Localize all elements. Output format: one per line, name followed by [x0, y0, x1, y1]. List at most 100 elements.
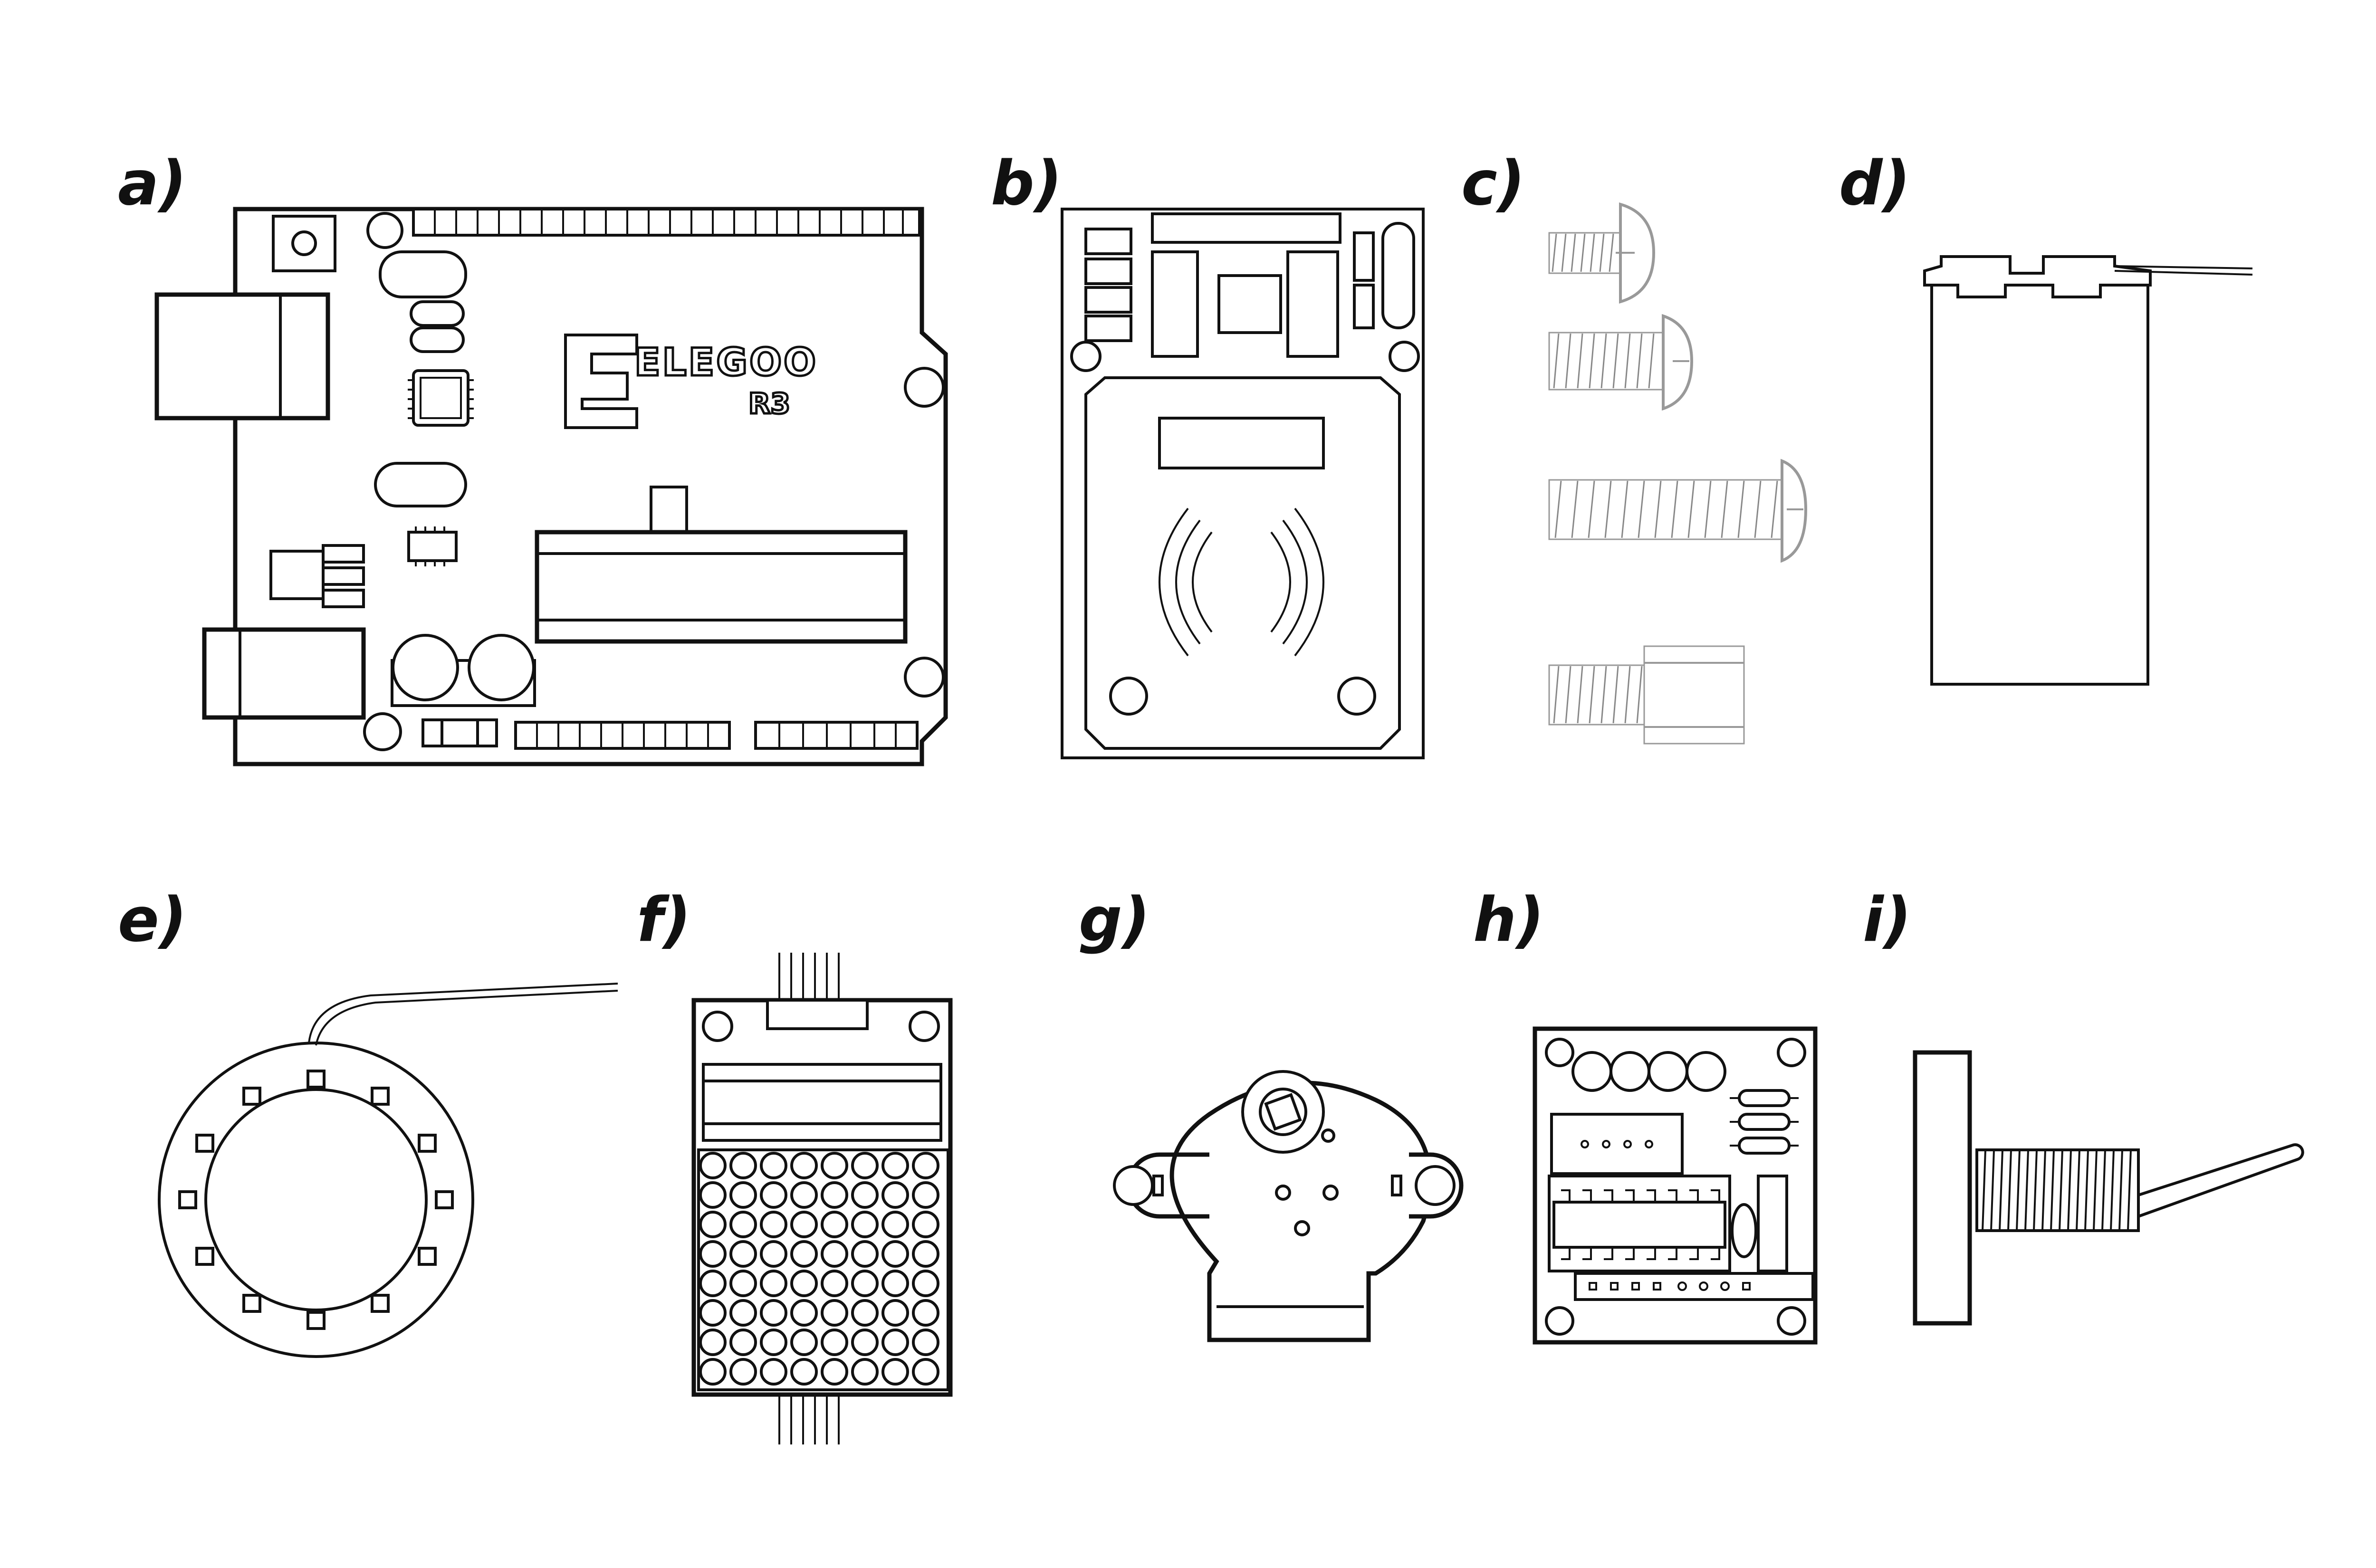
mcu-socket-tab	[650, 486, 688, 534]
model-text: R3	[748, 387, 790, 421]
matrix-led	[821, 1270, 848, 1297]
matrix-led	[851, 1240, 879, 1268]
matrix-led	[881, 1211, 909, 1238]
standoff	[1548, 645, 1745, 745]
usb-chip	[412, 369, 469, 427]
label-d: d)	[1839, 148, 1910, 219]
potentiometer	[1913, 1050, 2304, 1326]
matrix-leds	[699, 1152, 939, 1386]
matrix-led	[912, 1270, 939, 1297]
matrix-led	[790, 1181, 818, 1209]
matrix-led	[699, 1270, 727, 1297]
long-screw	[1548, 459, 1808, 563]
mounting-hole	[366, 212, 403, 249]
matrix-led	[760, 1329, 787, 1356]
matrix-led	[760, 1299, 787, 1327]
input-header	[1574, 1272, 1814, 1301]
brand-text: ELEGOO	[634, 340, 818, 384]
small-ic	[407, 531, 458, 562]
matrix-led	[881, 1329, 909, 1356]
matrix-led	[912, 1152, 939, 1179]
indicator-led	[1686, 1051, 1726, 1092]
battery-body	[1930, 284, 2149, 686]
matrix-led	[729, 1152, 757, 1179]
driver-ic	[1552, 1201, 1726, 1249]
mounting-hole	[904, 367, 945, 408]
matrix-led	[699, 1358, 727, 1386]
voltage-regulator	[269, 550, 325, 600]
matrix-led	[851, 1152, 879, 1179]
matrix-led	[699, 1181, 727, 1209]
motor-connector	[1550, 1113, 1684, 1175]
matrix-led	[821, 1152, 848, 1179]
matrix-led	[729, 1329, 757, 1356]
indicator-led	[1610, 1051, 1650, 1092]
short-screw	[1548, 202, 1656, 304]
matrix-led	[729, 1358, 757, 1386]
power-jack	[202, 627, 366, 720]
matrix-led	[912, 1358, 939, 1386]
microcontroller	[535, 530, 908, 644]
matrix-led	[821, 1358, 848, 1386]
label-f: f)	[637, 885, 691, 956]
capacitor	[468, 634, 535, 701]
capacitor	[392, 634, 459, 701]
matrix-led	[821, 1240, 848, 1268]
indicator-led	[1648, 1051, 1688, 1092]
medium-screw	[1548, 314, 1694, 411]
elegoo-logo	[564, 334, 638, 429]
matrix-led	[821, 1211, 848, 1238]
mounting-hole	[904, 657, 945, 698]
matrix-led	[760, 1181, 787, 1209]
indicator-led	[1571, 1051, 1612, 1092]
matrix-led	[881, 1299, 909, 1327]
matrix-led	[912, 1329, 939, 1356]
matrix-led	[790, 1270, 818, 1297]
matrix-led	[821, 1299, 848, 1327]
label-b: b)	[991, 148, 1062, 219]
matrix-led	[881, 1270, 909, 1297]
label-c: c)	[1461, 148, 1525, 219]
led-ring	[158, 983, 618, 1358]
matrix-led	[699, 1329, 727, 1356]
label-e: e)	[118, 885, 187, 956]
driver-chip	[702, 1063, 942, 1142]
stepper-motor	[1113, 1070, 1464, 1342]
arduino-uno-board: ELEGOO R3	[154, 207, 948, 766]
ring-inner	[204, 1088, 428, 1311]
stepper-driver-board	[1533, 1026, 1818, 1345]
rfid-reader-module	[1061, 208, 1425, 759]
matrix-led	[912, 1299, 939, 1327]
matrix-led	[699, 1299, 727, 1327]
matrix-led	[790, 1240, 818, 1268]
matrix-led	[851, 1211, 879, 1238]
ring-leds	[178, 1070, 454, 1330]
matrix-led	[790, 1211, 818, 1238]
potentiometer-body	[1913, 1050, 1972, 1326]
matrix-led	[790, 1299, 818, 1327]
screws-and-standoff	[1548, 202, 1808, 745]
top-header-pins	[434, 209, 904, 235]
matrix-led	[881, 1240, 909, 1268]
matrix-led	[851, 1329, 879, 1356]
label-g: g)	[1079, 885, 1150, 956]
matrix-led	[912, 1240, 939, 1268]
matrix-led	[790, 1358, 818, 1386]
matrix-led	[760, 1358, 787, 1386]
matrix-led	[881, 1358, 909, 1386]
matrix-led	[790, 1329, 818, 1356]
antenna-area	[1084, 376, 1401, 750]
matrix-led	[729, 1299, 757, 1327]
matrix-led	[821, 1181, 848, 1209]
matrix-led	[699, 1211, 727, 1238]
battery-snap	[1923, 255, 2152, 298]
matrix-led	[851, 1358, 879, 1386]
matrix-led	[760, 1152, 787, 1179]
9v-battery	[1923, 255, 2253, 686]
potentiometer-shaft	[2131, 1143, 2304, 1218]
matrix-led	[760, 1211, 787, 1238]
analog-header	[754, 721, 919, 750]
label-h: h)	[1473, 885, 1544, 956]
input-header-pins	[1589, 1281, 1751, 1291]
matrix-led	[699, 1152, 727, 1179]
